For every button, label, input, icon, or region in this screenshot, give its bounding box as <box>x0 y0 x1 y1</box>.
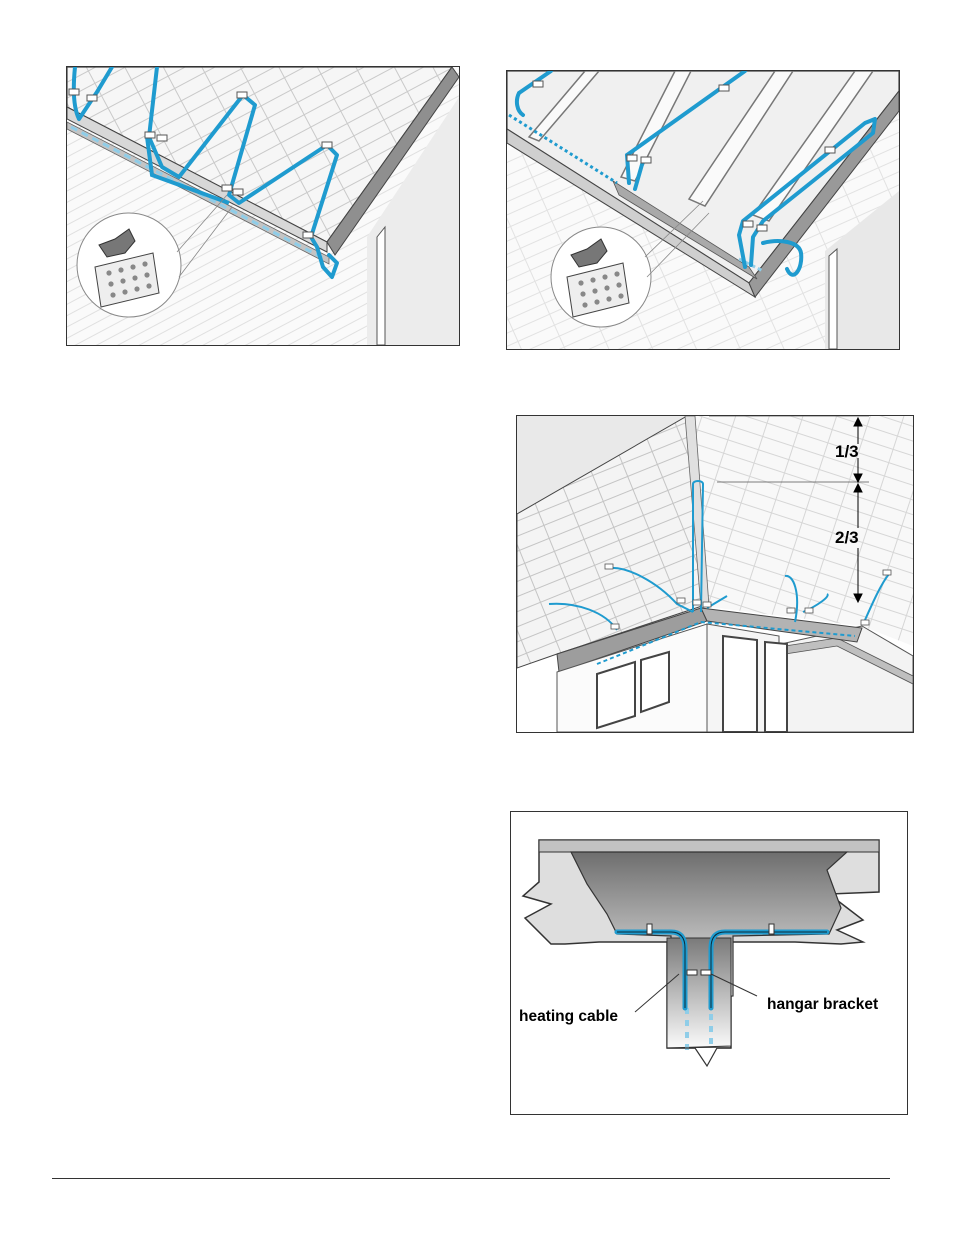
figure-shingle-roof-zigzag <box>66 66 460 346</box>
dimension-label-one-third: 1/3 <box>835 442 859 462</box>
figure-downspout-cross-section: heating cable hangar bracket <box>510 811 908 1115</box>
shingle-roof-illustration <box>67 67 459 345</box>
figure-valley-routing: 1/3 2/3 <box>516 415 914 733</box>
metal-roof-illustration <box>507 71 899 349</box>
callout-hangar-bracket: hangar bracket <box>767 996 878 1014</box>
figure-metal-roof-seam-run <box>506 70 900 350</box>
downspout-illustration <box>511 812 907 1114</box>
callout-heating-cable: heating cable <box>519 1008 618 1026</box>
valley-illustration <box>517 416 913 732</box>
footer-rule <box>52 1178 890 1179</box>
dimension-label-two-thirds: 2/3 <box>835 528 859 548</box>
